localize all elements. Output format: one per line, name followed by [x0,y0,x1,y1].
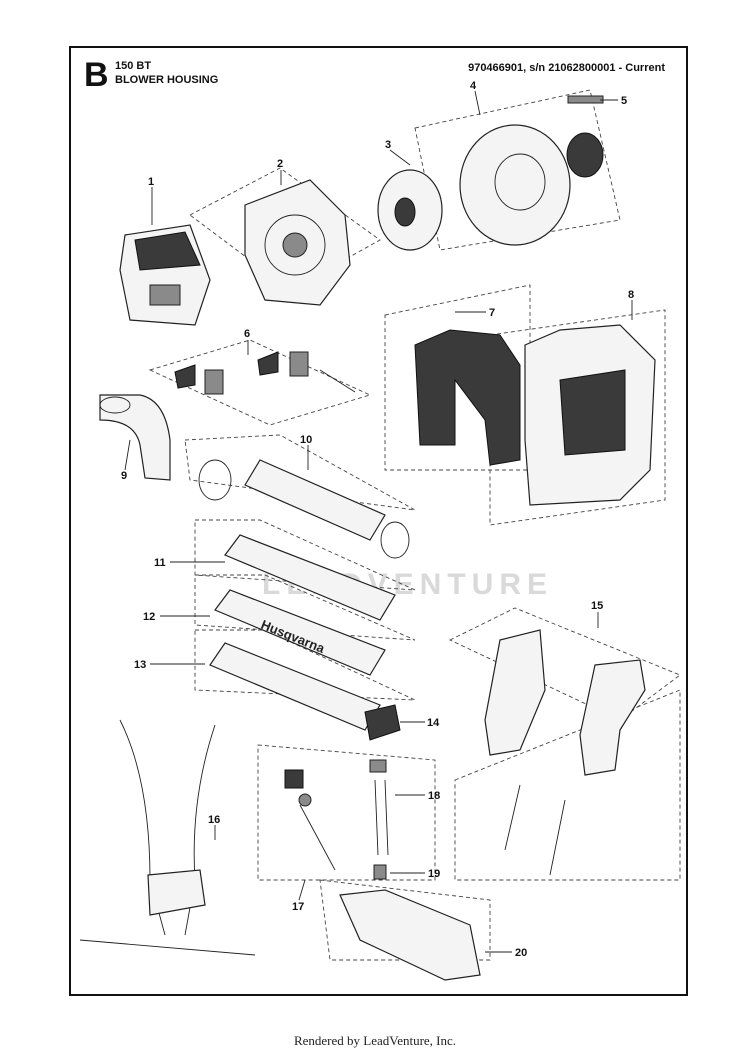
callout-4: 4 [470,80,477,92]
callout-10: 10 [300,434,312,446]
part-11-tube [224,534,396,621]
part-19-cap [373,864,387,880]
group-box-7 [384,284,531,471]
callout-17: 17 [292,901,304,913]
part-2-housing [244,179,351,306]
callout-9: 9 [121,470,127,482]
part-9-elbow [99,394,171,481]
callout-16: 16 [208,814,220,826]
part-16-harness [79,719,256,956]
assembly-title: BLOWER HOUSING [115,74,219,86]
callout-3: 3 [385,139,391,151]
group-box-20 [319,879,491,961]
part-8-frame [524,324,656,506]
callout-1: 1 [148,176,154,188]
footer-credit: Rendered by LeadVenture, Inc. [293,1033,457,1048]
group-box-2 [189,167,381,291]
part-6-mounts [174,351,356,395]
group-box-10 [184,434,416,511]
callout-12: 12 [143,611,155,623]
callout-5: 5 [621,95,627,107]
callout-2: 2 [277,158,283,170]
section-letter: B [84,56,109,94]
part-3-fan [377,169,443,251]
part-17-throttle [284,769,336,871]
callout-11: 11 [154,557,166,569]
part-12-tube [214,589,386,676]
part-18-rods [369,759,389,856]
callout-18: 18 [428,790,440,802]
part-5-screen [566,95,604,178]
group-box-17 [257,744,436,881]
part-20-fuel-tank [339,889,481,981]
callout-7: 7 [489,307,495,319]
callout-6: 6 [244,328,250,340]
part-4-cover [459,124,571,246]
callout-13: 13 [134,659,146,671]
part-number: 970466901, s/n 21062800001 - Current [468,62,665,74]
callout-15: 15 [591,600,603,612]
callout-19: 19 [428,868,440,880]
part-14-nozzle [364,704,401,741]
group-box-12 [194,574,416,641]
group-box-15 [448,607,681,721]
group-box-4 [414,89,621,251]
group-box-8 [489,309,666,526]
callout-8: 8 [628,289,634,301]
part-10-flex-hose [198,459,410,559]
part-7-back-pad [414,329,521,466]
part-13-tube [209,642,381,731]
part-1-engine-shroud [119,224,211,326]
part-15-handle [484,629,646,876]
callout-14: 14 [427,717,440,729]
group-box-11 [194,519,416,591]
diagram-frame [69,46,688,996]
callout-20: 20 [515,947,527,959]
model-name: 150 BT [115,60,152,72]
